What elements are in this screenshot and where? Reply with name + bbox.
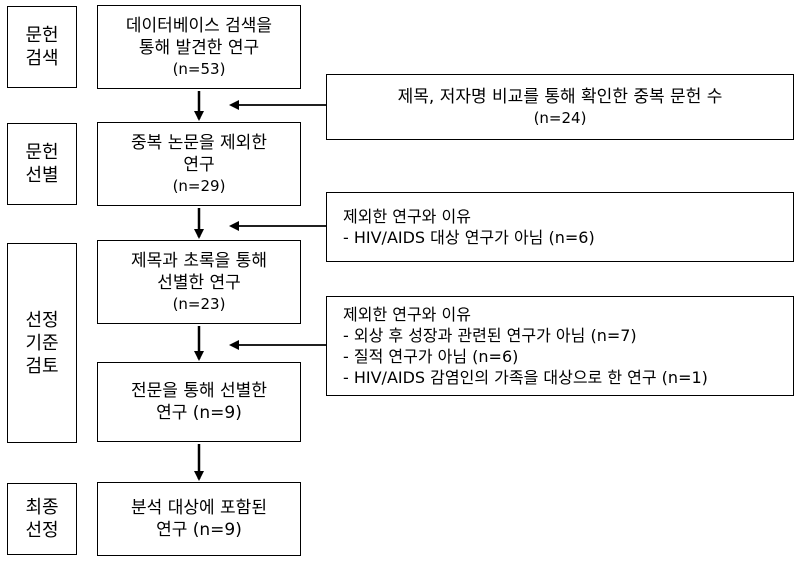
main-box-line: 통해 발견한 연구 [138, 38, 260, 58]
main-box-title-abstract-screening: 제목과 초록을 통해 선별한 연구 (n=23) [97, 240, 301, 324]
main-box-line: 연구 (n=9) [156, 403, 242, 423]
side-box-line: - 질적 연구가 아님 (n=6) [343, 347, 519, 366]
stage-box-criteria-review: 선정 기준 검토 [7, 243, 77, 443]
stage-label-line: 문헌 [25, 142, 59, 163]
side-box-line: 제목, 저자명 비교를 통해 확인한 중복 문헌 수 [397, 87, 723, 107]
stage-label-line: 최종 [25, 497, 59, 518]
main-box-line: 선별한 연구 [157, 273, 241, 293]
main-box-line: 데이터베이스 검색을 [125, 16, 273, 36]
stage-box-screening: 문헌 선별 [7, 123, 77, 205]
side-box-count: (n=24) [533, 109, 587, 127]
stage-label-line: 선정 [25, 520, 59, 541]
main-box-count: (n=29) [172, 177, 226, 195]
stage-label-line: 선별 [25, 165, 59, 186]
main-box-full-text-screening: 전문을 통해 선별한 연구 (n=9) [97, 362, 301, 442]
stage-label-line: 검색 [25, 48, 59, 69]
main-box-count: (n=53) [172, 60, 226, 78]
main-box-line: 연구 (n=9) [156, 520, 242, 540]
side-box-line: 제외한 연구와 이유 [343, 207, 471, 226]
main-box-line: 분석 대상에 포함된 [131, 498, 267, 518]
main-box-line: 제목과 초록을 통해 [131, 251, 267, 271]
main-box-included-studies: 분석 대상에 포함된 연구 (n=9) [97, 482, 301, 556]
stage-label-line: 선정 [25, 309, 59, 331]
main-box-database-search: 데이터베이스 검색을 통해 발견한 연구 (n=53) [97, 5, 301, 89]
side-box-line: - 외상 후 성장과 관련된 연구가 아님 (n=7) [343, 326, 637, 345]
stage-label-line: 기준 [25, 332, 59, 354]
stage-label-line: 검토 [25, 355, 59, 377]
stage-label-line: 문헌 [25, 25, 59, 46]
stage-box-final-selection: 최종 선정 [7, 483, 77, 555]
stage-box-search: 문헌 검색 [7, 6, 77, 88]
side-box-line: - HIV/AIDS 감염인의 가족을 대상으로 한 연구 (n=1) [343, 368, 708, 387]
main-box-duplicates-removed: 중복 논문을 제외한 연구 (n=29) [97, 122, 301, 206]
main-box-line: 중복 논문을 제외한 [131, 133, 267, 153]
main-box-count: (n=23) [172, 295, 226, 313]
side-box-exclusion-title-abstract: 제외한 연구와 이유 - HIV/AIDS 대상 연구가 아님 (n=6) [326, 192, 794, 262]
side-box-exclusion-full-text: 제외한 연구와 이유 - 외상 후 성장과 관련된 연구가 아님 (n=7) -… [326, 296, 794, 396]
main-box-line: 전문을 통해 선별한 [131, 381, 267, 401]
main-box-line: 연구 [183, 155, 215, 175]
side-box-line: - HIV/AIDS 대상 연구가 아님 (n=6) [343, 228, 595, 247]
side-box-line: 제외한 연구와 이유 [343, 305, 471, 324]
side-box-duplicates: 제목, 저자명 비교를 통해 확인한 중복 문헌 수 (n=24) [326, 74, 794, 140]
